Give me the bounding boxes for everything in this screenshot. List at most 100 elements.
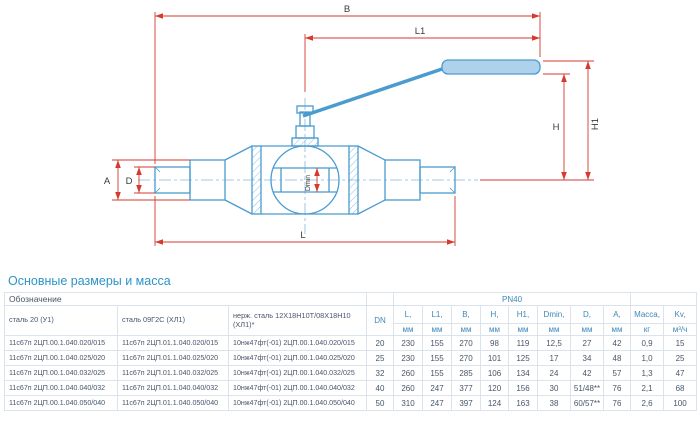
value-cell: 1,0	[630, 350, 665, 366]
dim-header: H1,	[508, 305, 538, 324]
value-cell: 163	[508, 395, 538, 411]
designation-cell: 11с67п 2ЦП.00.1.040.032/025	[4, 365, 118, 381]
dim-header: Dmin,	[537, 305, 571, 324]
value-cell: 42	[570, 365, 604, 381]
kv-header: Kv,	[663, 305, 698, 324]
value-cell: 12,5	[537, 335, 571, 351]
value-cell: 48	[602, 350, 632, 366]
dim-label-l: L	[300, 230, 305, 241]
unit-header: мм	[508, 323, 538, 336]
value-cell: 119	[508, 335, 538, 351]
value-cell: 47	[663, 365, 698, 381]
dimensions-table: Обозначение PN40 сталь 20 (У1) сталь 09Г…	[4, 292, 698, 411]
value-cell: 2,6	[630, 395, 665, 411]
value-cell: 42	[602, 335, 632, 351]
unit-header: мм	[602, 323, 632, 336]
value-cell: 124	[480, 395, 509, 411]
weld-bevel-tick	[449, 166, 456, 173]
value-cell: 50	[366, 395, 394, 411]
designation-cell: 10нж47фт(-01) 2ЦП.00.1.040.040/032	[228, 380, 367, 396]
value-cell: 120	[480, 380, 509, 396]
value-cell: 100	[663, 395, 698, 411]
value-cell: 247	[422, 380, 452, 396]
value-cell: 27	[570, 335, 604, 351]
dim-label-dmin: Dmin	[305, 175, 312, 191]
dim-header: H,	[480, 305, 509, 324]
value-cell: 270	[451, 335, 481, 351]
value-cell: 57	[602, 365, 632, 381]
designation-cell: 10нж47фт(-01) 2ЦП.00.1.040.032/025	[228, 365, 367, 381]
left-cone-bottom	[224, 199, 253, 215]
value-cell: 155	[422, 365, 452, 381]
value-cell: 285	[451, 365, 481, 381]
value-cell: 260	[393, 365, 423, 381]
dim-label-h1: H1	[590, 118, 601, 130]
dim-label-a: A	[104, 176, 111, 187]
mass-header: Масса,	[630, 305, 665, 324]
value-cell: 247	[422, 395, 452, 411]
stem-flange	[291, 137, 319, 147]
value-cell: 0,9	[630, 335, 665, 351]
dim-label-b: B	[344, 4, 350, 15]
right-weld-ring	[348, 145, 359, 215]
value-cell: 230	[393, 350, 423, 366]
dim-header: D,	[570, 305, 604, 324]
left-cylinder	[189, 159, 226, 201]
value-cell: 30	[537, 380, 571, 396]
blank-cell	[630, 292, 698, 306]
steel-column-header: сталь 20 (У1)	[4, 305, 118, 336]
value-cell: 155	[422, 350, 452, 366]
value-cell: 397	[451, 395, 481, 411]
value-cell: 68	[663, 380, 698, 396]
designation-cell: 11с67п 2ЦП.01.1.040.020/015	[117, 335, 229, 351]
handle-lever	[302, 65, 449, 118]
value-cell: 20	[366, 335, 394, 351]
value-cell: 1,3	[630, 365, 665, 381]
value-cell: 230	[393, 335, 423, 351]
dn-header: DN	[366, 305, 394, 336]
designation-cell: 11с67п 2ЦП.01.1.040.050/040	[117, 395, 229, 411]
unit-header: мм	[393, 323, 423, 336]
value-cell: 25	[663, 350, 698, 366]
unit-header: мм	[422, 323, 452, 336]
unit-header: мм	[480, 323, 509, 336]
valve-drawing: B L1 H H1 A D Dmin L	[104, 4, 601, 246]
designation-cell: 11с67п 2ЦП.01.1.040.032/025	[117, 365, 229, 381]
value-cell: 15	[663, 335, 698, 351]
value-cell: 38	[537, 395, 571, 411]
handle-nut	[296, 105, 314, 114]
right-cone-top	[357, 145, 386, 161]
left-cone-top	[224, 145, 253, 161]
stem	[299, 111, 311, 127]
unit-header: мм	[451, 323, 481, 336]
pn40-header: PN40	[392, 292, 632, 306]
designation-cell: 11с67п 2ЦП.00.1.040.050/040	[4, 395, 118, 411]
dim-label-h: H	[553, 122, 560, 133]
value-cell: 377	[451, 380, 481, 396]
right-cone-bottom	[357, 199, 386, 215]
designation-cell: 11с67п 2ЦП.00.1.040.025/020	[4, 350, 118, 366]
value-cell: 76	[602, 380, 632, 396]
designation-cell: 11с67п 2ЦП.00.1.040.040/032	[4, 380, 118, 396]
designation-cell: 11с67п 2ЦП.01.1.040.025/020	[117, 350, 229, 366]
dim-header: B,	[451, 305, 481, 324]
value-cell: 134	[508, 365, 538, 381]
value-cell: 155	[422, 335, 452, 351]
value-cell: 40	[366, 380, 394, 396]
value-cell: 24	[537, 365, 571, 381]
value-cell: 101	[480, 350, 509, 366]
right-pipe-stub	[419, 166, 456, 194]
value-cell: 32	[366, 365, 394, 381]
steel-column-header: нерж. сталь 12Х18Н10Т/08Х18Н10 (ХЛ1)*	[228, 305, 367, 336]
unit-header: м³/ч	[663, 323, 698, 336]
value-cell: 156	[508, 380, 538, 396]
unit-header: кг	[630, 323, 665, 336]
dim-header: L1,	[422, 305, 452, 324]
value-cell: 76	[602, 395, 632, 411]
designation-cell: 10нж47фт(-01) 2ЦП.00.1.040.050/040	[228, 395, 367, 411]
